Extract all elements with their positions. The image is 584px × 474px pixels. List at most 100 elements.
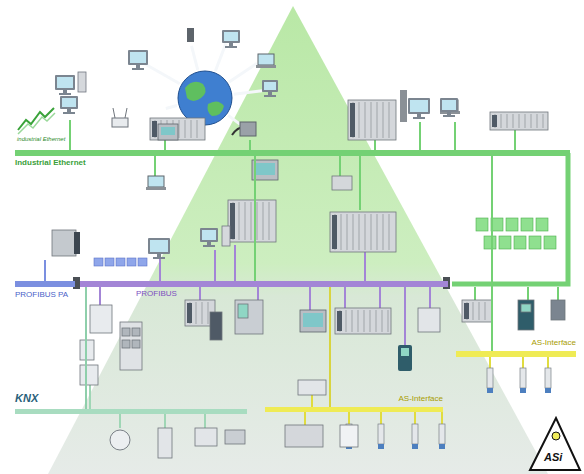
rack-body [335, 308, 391, 334]
tall-module [400, 90, 407, 122]
device [122, 328, 130, 336]
monitor-stand [229, 43, 233, 46]
bus-line: AS-Interface [265, 407, 443, 412]
bus-link [85, 287, 87, 409]
rack-module [376, 310, 377, 332]
sensor-cap [487, 388, 493, 393]
bus-line: AS-Interface [456, 351, 576, 357]
sensor [378, 424, 384, 449]
drop-wire [514, 130, 516, 150]
drop-wire [364, 250, 366, 281]
monitor-frame [222, 30, 240, 43]
monitor-foot [225, 46, 237, 48]
rack-cpu [464, 303, 469, 319]
drop-wire [119, 414, 121, 428]
device [225, 430, 245, 444]
globe-arrow [166, 105, 177, 108]
drop-wire [522, 357, 524, 368]
monitor-foot [59, 93, 71, 95]
monitor-frame [55, 75, 75, 90]
sensor-body [487, 368, 493, 388]
sensor-cap [520, 388, 526, 393]
rack-module [513, 114, 514, 128]
bus-name: KNX [15, 392, 38, 404]
drop-wire [404, 287, 406, 345]
rack-module [257, 202, 258, 240]
panel-frame [300, 310, 326, 332]
rack-module [389, 102, 390, 138]
drop-wire [441, 412, 443, 424]
rack-module [245, 202, 246, 240]
antenna [125, 108, 127, 118]
laptop [256, 54, 276, 68]
device [235, 300, 263, 334]
monitor-foot [264, 95, 276, 97]
rack-module [364, 310, 365, 332]
monitor-stand [268, 92, 272, 95]
device [238, 304, 248, 318]
drop-wire [547, 357, 549, 368]
rack-module [191, 120, 192, 138]
rack-module [359, 102, 360, 138]
access-point [112, 118, 128, 127]
rack-module [196, 302, 197, 324]
globe-arrow [192, 46, 198, 70]
bus-link [491, 156, 493, 351]
rack-module [185, 120, 186, 138]
device [298, 380, 326, 395]
rack-module [382, 310, 383, 332]
panel-screen [255, 163, 275, 175]
rack-module [251, 202, 252, 240]
drop-wire [69, 120, 71, 150]
drop-wire [527, 287, 529, 300]
rack-module [377, 214, 378, 250]
bus-name: AS-Interface [532, 339, 576, 348]
rack-module [519, 114, 520, 128]
monitor-stand [67, 109, 71, 112]
pyramid [48, 6, 548, 474]
logo-text: ASi [544, 451, 562, 463]
globe-land [185, 82, 224, 116]
rack-module [208, 302, 209, 324]
globe-arrow [215, 44, 225, 71]
monitor-screen [264, 82, 276, 90]
drop-wire [214, 250, 216, 281]
drop-wire [374, 140, 376, 150]
rack-module [179, 120, 180, 138]
monitor-foot [443, 115, 455, 117]
bus-link [254, 156, 256, 281]
logo-text: industrial Ethernet [17, 136, 65, 143]
drop-wire [359, 156, 361, 210]
device [132, 340, 140, 348]
rack-module [388, 310, 389, 332]
device [518, 300, 534, 330]
monitor-screen [442, 100, 456, 110]
pc-tower [222, 226, 230, 246]
device [521, 304, 531, 312]
drop-wire [199, 287, 201, 300]
rack-module [525, 114, 526, 128]
rack-module [365, 102, 366, 138]
panel-screen [161, 127, 175, 135]
device [120, 322, 142, 370]
monitor-foot [63, 112, 75, 114]
network-tile [506, 218, 518, 231]
sensor-body [378, 424, 384, 444]
rack-module [347, 214, 348, 250]
drop-wire [344, 287, 346, 308]
handheld-screen [401, 348, 409, 356]
sensor [520, 368, 526, 393]
rack-module [371, 102, 372, 138]
monitor [200, 228, 218, 247]
drop-wire [44, 260, 46, 281]
rack-module [359, 214, 360, 250]
drop-wire [557, 287, 559, 300]
handheld [398, 345, 412, 371]
device [158, 428, 172, 458]
panel-frame [158, 124, 178, 140]
rack-cpu [332, 215, 337, 249]
device [52, 230, 76, 256]
pc-tower [78, 72, 86, 92]
